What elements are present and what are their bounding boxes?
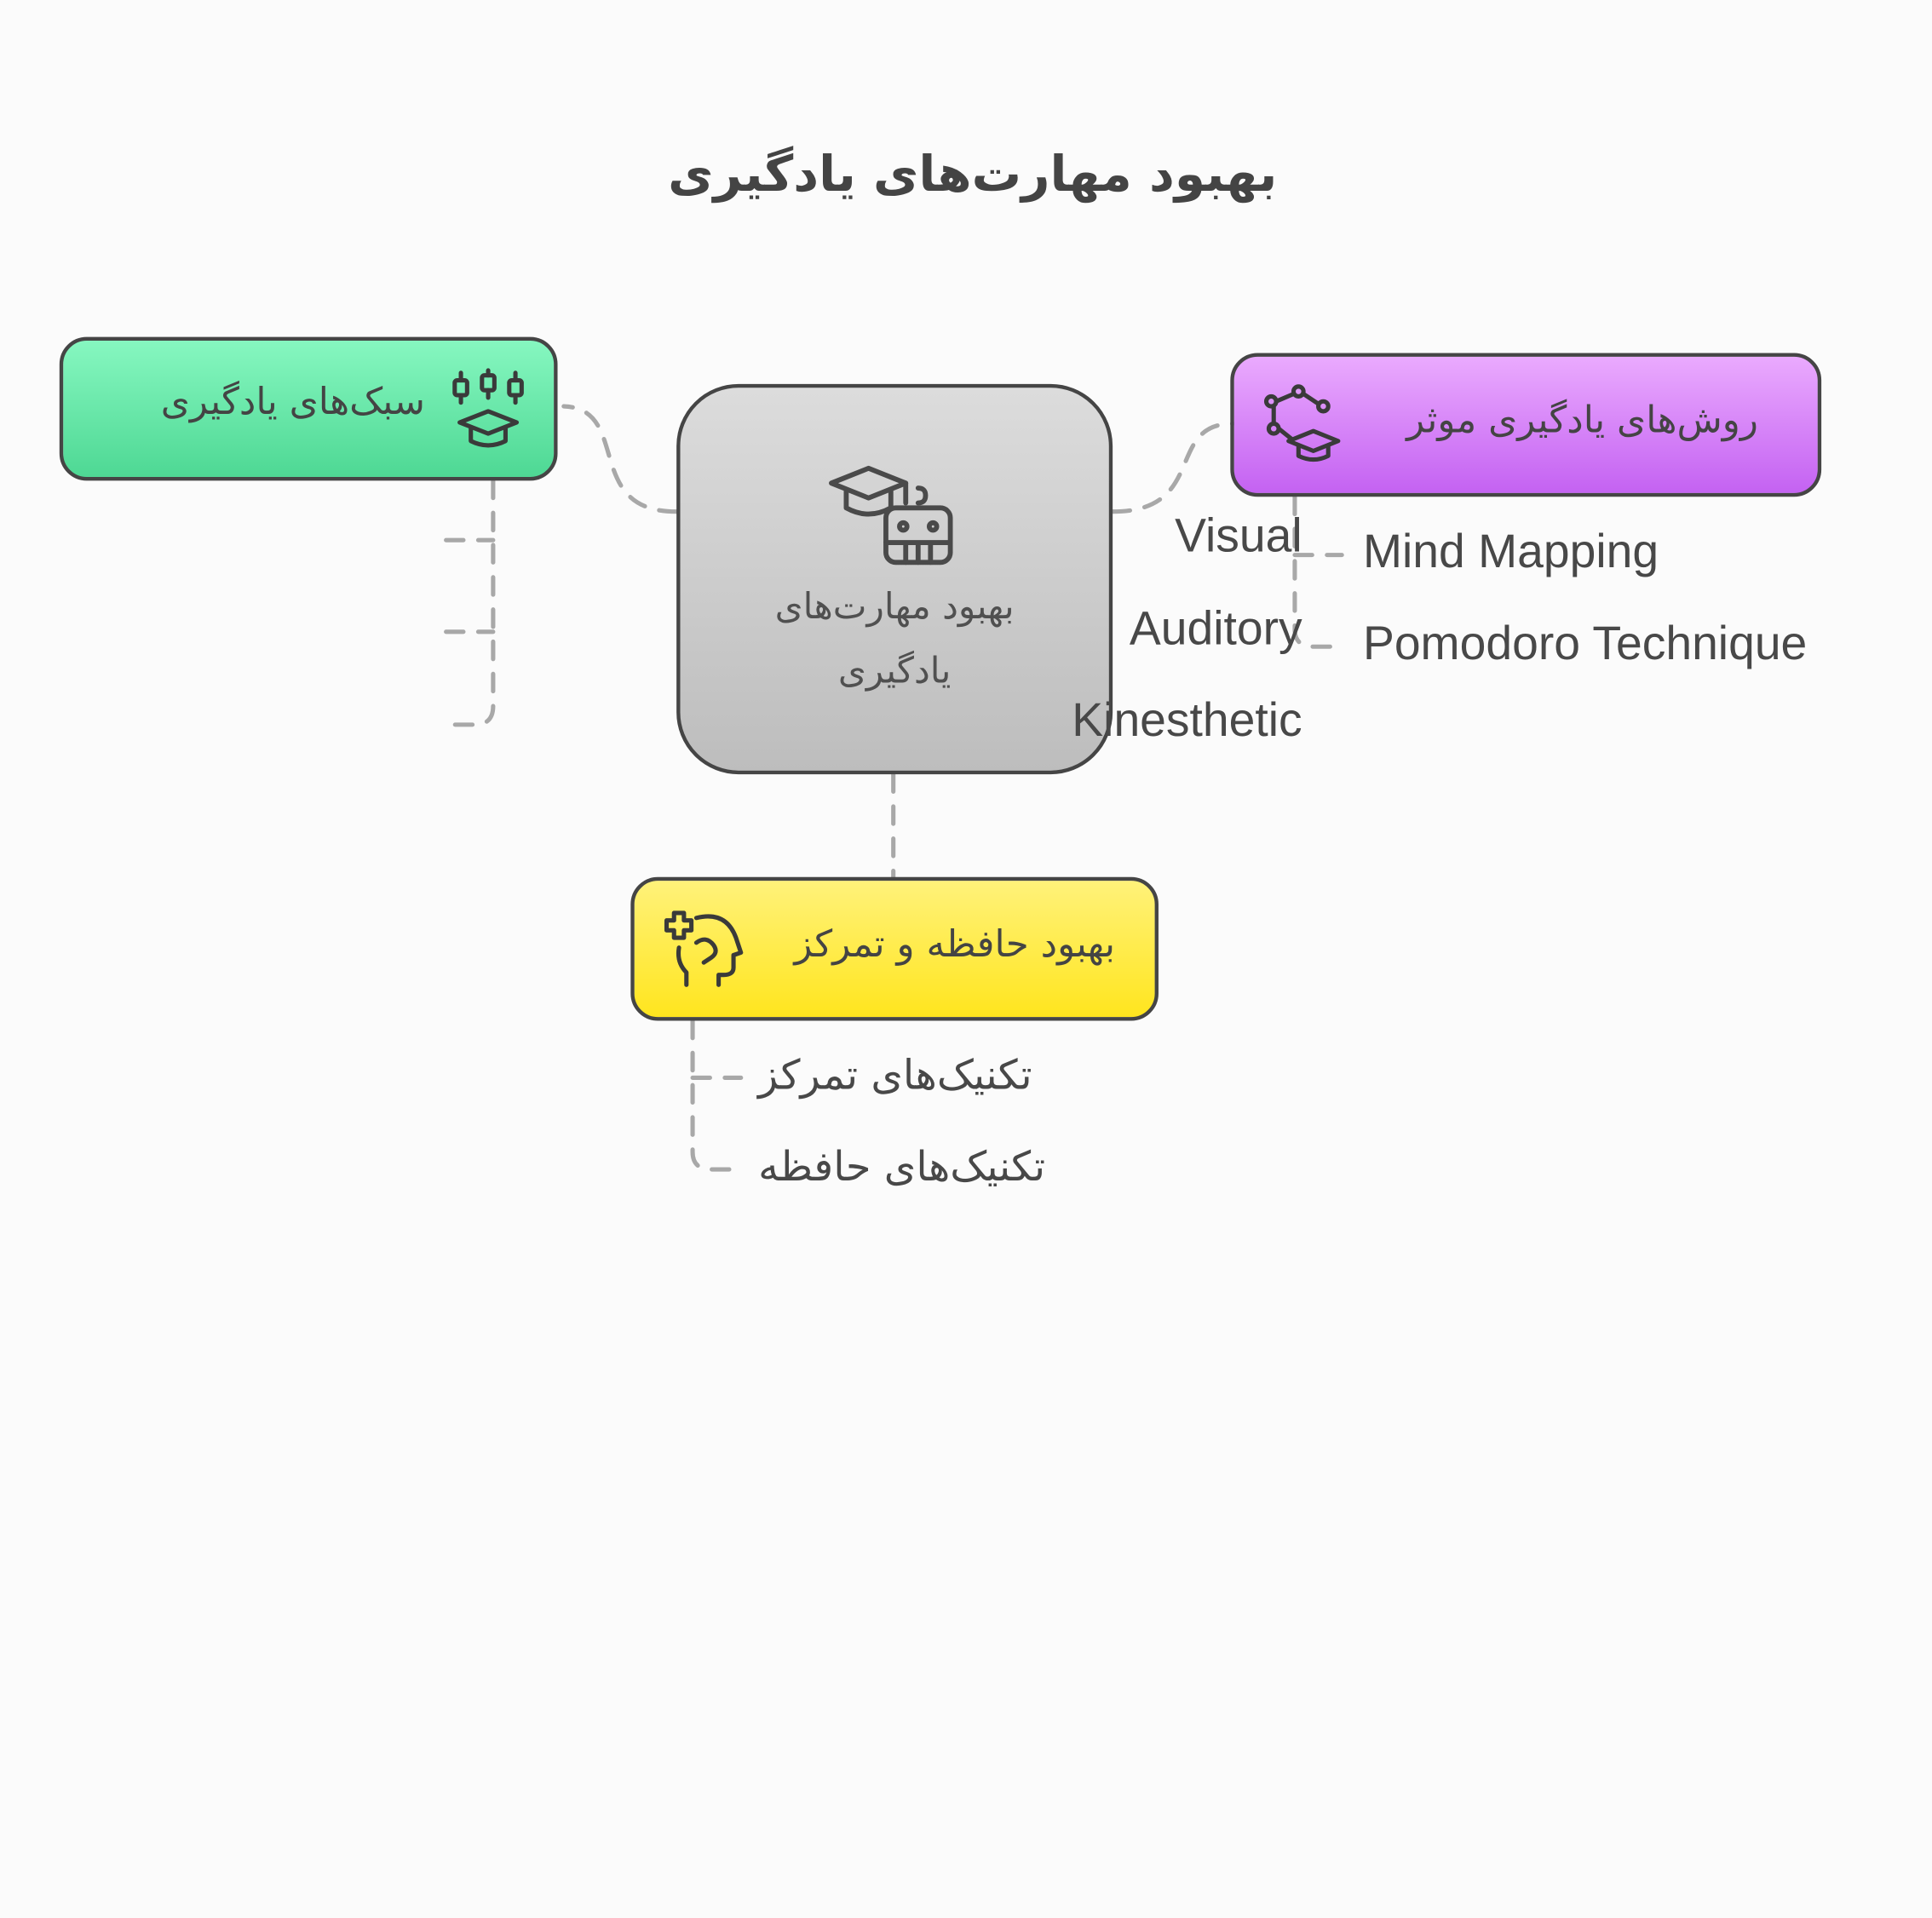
diagram-title: بهبود مهارت‌های یادگیری [668, 146, 1278, 204]
leaf-mind-mapping: Mind Mapping [1362, 526, 1659, 579]
branch-node-learning-styles: سبک‌های یادگیری [59, 336, 558, 481]
connector-methods-trunk [1292, 494, 1344, 649]
connector-center-methods [1110, 421, 1235, 514]
branch-node-effective-methods: روش‌های یادگیری موثر [1230, 353, 1822, 497]
leaf-kinesthetic: Kinesthetic [1072, 694, 1302, 748]
connector-center-styles [561, 404, 679, 514]
leaf-visual: Visual [1175, 510, 1302, 563]
graduation-cap-robot-icon [826, 456, 963, 573]
connector-styles-trunk [444, 478, 496, 727]
center-node: بهبود مهارت‌های یادگیری [676, 383, 1113, 775]
branch-node-memory-focus: بهبود حافظه و تمرکز [630, 876, 1159, 1021]
connector-memory-trunk [690, 1018, 744, 1172]
branch-label-memory-focus: بهبود حافظه و تمرکز [794, 922, 1116, 967]
leaf-memory-techniques: تکنیک‌های حافظه [758, 1142, 1046, 1191]
connector-lines [444, 404, 1344, 1172]
graduation-cap-candles-icon [450, 368, 526, 450]
leaf-focus-techniques: تکنیک‌های تمرکز [758, 1050, 1032, 1100]
leaf-pomodoro: Pomodoro Technique [1362, 617, 1808, 670]
graduation-cap-network-icon [1262, 384, 1343, 466]
head-plus-icon [664, 908, 744, 990]
center-node-label: بهبود مهارت‌های یادگیری [774, 584, 1015, 692]
leaf-auditory: Auditory [1129, 603, 1302, 656]
branch-label-effective-methods: روش‌های یادگیری موثر [1406, 399, 1758, 443]
branch-label-learning-styles: سبک‌های یادگیری [160, 380, 425, 424]
